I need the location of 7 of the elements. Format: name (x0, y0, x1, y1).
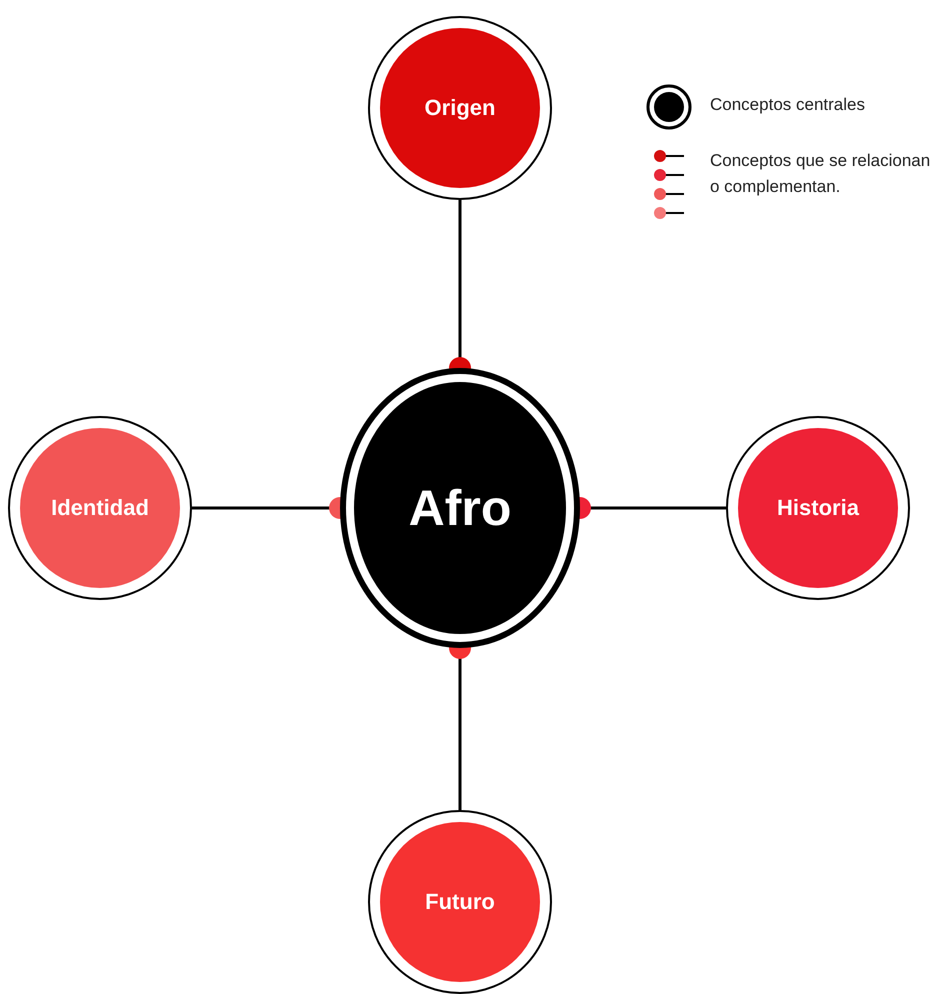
concept-label: Afro (408, 483, 512, 533)
concept-label: Futuro (425, 888, 495, 916)
concept-label: Origen (424, 94, 496, 122)
legend-text: Conceptos que se relacionan o complementan. (710, 150, 932, 198)
concept-label: Historia (777, 494, 859, 522)
legend-text: Conceptos centrales (710, 94, 866, 116)
concept-label: Identidad (51, 494, 149, 522)
